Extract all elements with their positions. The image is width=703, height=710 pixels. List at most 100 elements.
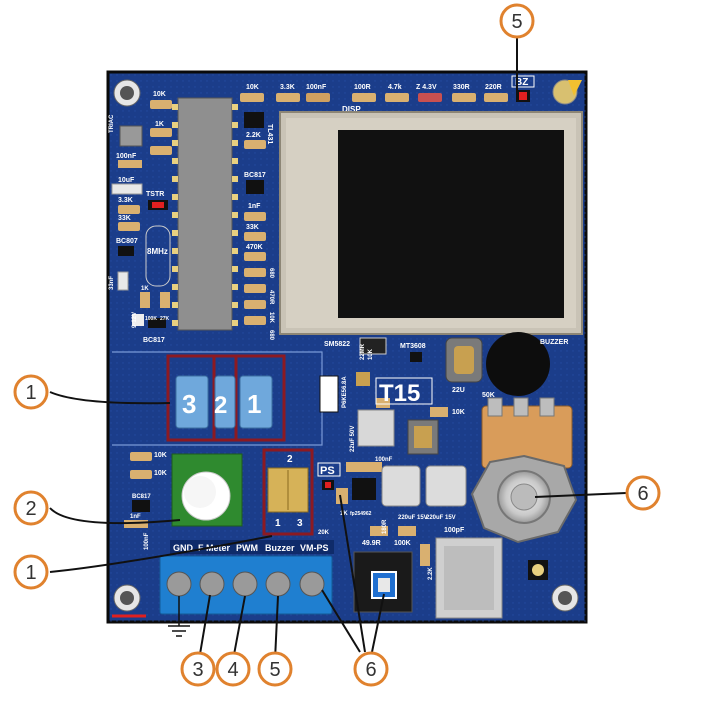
label-bc807: BC807 bbox=[116, 238, 138, 245]
label-180r: 180R bbox=[382, 519, 388, 534]
label-bl-10k-b: 10K bbox=[154, 470, 167, 477]
label-left-10k: 10K bbox=[153, 91, 166, 98]
label-mid-33k: 33K bbox=[246, 224, 259, 231]
label-22mr: 22MR bbox=[360, 343, 366, 360]
t15-logo: T15 bbox=[375, 377, 433, 407]
dip-switch-3[interactable]: 3 bbox=[175, 375, 209, 429]
label-left-33k: 33K bbox=[118, 215, 131, 222]
svg-text:2: 2 bbox=[25, 498, 36, 520]
callout-1-top: 1 bbox=[13, 374, 49, 410]
label-100k: 100K bbox=[145, 316, 157, 322]
label-c-100nf: 100nF bbox=[306, 84, 327, 91]
label-22uf-50v: 22uF 50V bbox=[350, 426, 356, 452]
terminal-label-vm-ps: VM-PS bbox=[300, 543, 329, 553]
dip-switches: 3 2 1 bbox=[166, 354, 339, 442]
dip-switch-3-label: 3 bbox=[182, 389, 196, 419]
label-470r: 470R bbox=[268, 290, 274, 305]
label-bz: BZ bbox=[515, 77, 528, 88]
terminal-label-buzzer: Buzzer bbox=[265, 543, 295, 553]
label-r-220r: 220R bbox=[485, 84, 502, 91]
label-1nf: 1nF bbox=[248, 203, 261, 210]
label-470k: 470K bbox=[246, 244, 263, 251]
callout-5-bottom: 5 bbox=[257, 651, 293, 687]
label-27k: 27K bbox=[160, 316, 170, 322]
label-zener: Z 4.3V bbox=[416, 84, 437, 91]
label-power-10k-b: 10K bbox=[452, 409, 465, 416]
label-fp254962: fp254962 bbox=[350, 511, 372, 517]
label-inductor-22u: 22U bbox=[452, 387, 465, 394]
screw-terminals[interactable] bbox=[166, 571, 325, 597]
label-tstr: TSTR bbox=[146, 191, 164, 198]
jumper-label-3: 3 bbox=[297, 518, 303, 529]
svg-text:6: 6 bbox=[637, 483, 648, 505]
label-r-3-3k: 3.3K bbox=[280, 84, 295, 91]
label-100pf: 100pF bbox=[444, 527, 465, 534]
label-r-330r: 330R bbox=[453, 84, 470, 91]
dip-switch-1-label: 1 bbox=[247, 389, 261, 419]
callout-6-right: 6 bbox=[625, 475, 661, 511]
label-680-b: 680 bbox=[268, 330, 274, 341]
label-p6ke: P6KE56.8A bbox=[342, 376, 348, 408]
svg-text:1: 1 bbox=[25, 562, 36, 584]
label-cap-220uf-b: 220uF 15V bbox=[426, 515, 456, 521]
middle-components: TL431 2.2K BC817 1nF 33K 470K 680 470R 1… bbox=[244, 105, 361, 341]
top-resistor-row: 10K 3.3K 100nF 100R 4.7k Z 4.3V 330R 220… bbox=[240, 75, 535, 102]
svg-text:1: 1 bbox=[25, 382, 36, 404]
label-r-100r: 100R bbox=[354, 84, 371, 91]
label-power-100nf: 100nF bbox=[375, 457, 393, 463]
callouts: 1 2 1 3 4 5 6 5 bbox=[13, 3, 661, 687]
main-potentiometer[interactable] bbox=[470, 397, 578, 544]
label-mid-10k: 10K bbox=[268, 312, 274, 324]
terminal-block: GND F Meter PWM Buzzer VM-PS bbox=[159, 540, 334, 615]
label-tl431: TL431 bbox=[266, 124, 273, 144]
label-r-10k: 10K bbox=[246, 84, 259, 91]
label-left-1k-b: 1K bbox=[141, 286, 149, 292]
edge-markers bbox=[112, 80, 582, 618]
ground-symbol bbox=[168, 596, 190, 637]
callout-4: 4 bbox=[215, 651, 251, 687]
dip-switch-2[interactable]: 2 bbox=[214, 375, 236, 429]
jumper-block[interactable]: 2 1 3 bbox=[262, 448, 314, 536]
callout-1-bottom: 1 bbox=[13, 554, 49, 590]
label-ps-1k: 1K bbox=[340, 511, 348, 517]
bottom-left-components: 10K 10K BC817 1nF 100nF bbox=[124, 452, 167, 550]
label-bl-bc817: BC817 bbox=[132, 494, 151, 500]
label-ps: PS bbox=[320, 465, 335, 477]
label-2-2k: 2.2K bbox=[246, 132, 261, 139]
callout-6-bottom: 6 bbox=[353, 651, 389, 687]
label-bc817-mid: BC817 bbox=[244, 172, 266, 179]
left-components: 10K TRIAC 1K 100nF 10uF TSTR 3.3K 33K BC… bbox=[109, 91, 172, 344]
label-680-a: 680 bbox=[268, 268, 274, 279]
svg-text:6: 6 bbox=[365, 659, 376, 681]
label-left-100nf: 100nF bbox=[116, 153, 137, 160]
terminal-label-pwm: PWM bbox=[236, 543, 258, 553]
leader-lines bbox=[49, 38, 627, 661]
terminal-label-f-meter: F Meter bbox=[198, 543, 231, 553]
microcontroller-chip bbox=[172, 97, 238, 331]
dip-switch-2-label: 2 bbox=[214, 392, 227, 419]
dip-switch-1[interactable]: 1 bbox=[239, 375, 273, 429]
label-bc817-top: BC817 bbox=[143, 337, 165, 344]
label-cap-220uf-a: 220uF 15V bbox=[398, 515, 428, 521]
callout-3: 3 bbox=[180, 651, 216, 687]
label-disp: DISP bbox=[342, 105, 361, 114]
label-33nf: 33nF bbox=[109, 276, 115, 290]
callout-2: 2 bbox=[13, 490, 49, 526]
svg-text:5: 5 bbox=[269, 659, 280, 681]
label-9-12v: 9-12V bbox=[132, 312, 138, 328]
jumper-label-2: 2 bbox=[287, 454, 293, 465]
label-buzzer: BUZZER bbox=[540, 339, 568, 346]
label-r-4-7k: 4.7k bbox=[388, 84, 402, 91]
label-pot-50k: 50K bbox=[482, 392, 495, 399]
svg-text:5: 5 bbox=[511, 11, 522, 33]
label-sm5822: SM5822 bbox=[324, 341, 350, 348]
trimmer-potentiometer[interactable] bbox=[171, 453, 243, 527]
label-bl-1nf: 1nF bbox=[130, 514, 141, 520]
label-mt3608: MT3608 bbox=[400, 343, 426, 350]
label-power-10k: 10K bbox=[368, 348, 374, 360]
lcd-display bbox=[279, 111, 583, 335]
label-triac: TRIAC bbox=[109, 114, 115, 133]
label-crystal: 8MHz bbox=[147, 247, 168, 256]
label-20k: 20K bbox=[318, 530, 330, 536]
